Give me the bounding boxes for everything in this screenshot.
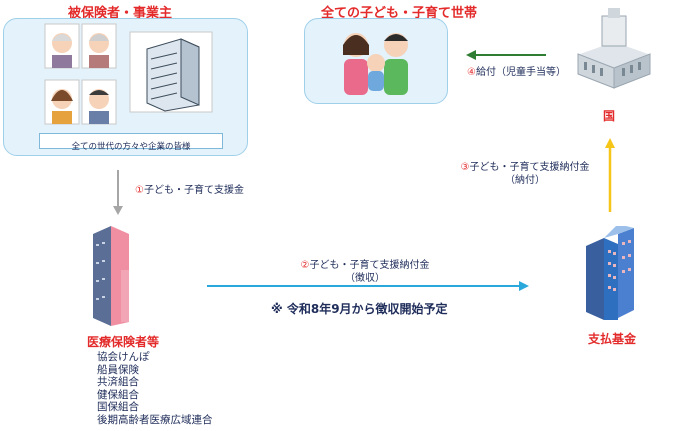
households-title: 全ての子ども・子育て世帯 <box>321 6 478 21</box>
insurer-item: 共済組合 <box>97 376 139 388</box>
flow2-sub: （徴収） <box>345 273 385 284</box>
government-building-illustration <box>577 8 651 89</box>
flow4-label: ④給付（児童手当等） <box>467 66 566 80</box>
insurer-item: 船員保険 <box>97 363 139 376</box>
fund-title: 支払基金 <box>588 332 637 346</box>
flow4-arrow <box>466 50 546 60</box>
flow2-text: 子ども・子育て支援納付金 <box>309 260 430 271</box>
insurer-item: 健保組合 <box>97 388 139 401</box>
insurers-title: 医療保険者等 <box>87 335 160 349</box>
flow3-label: ③子ども・子育て支援納付金 （納付） <box>453 161 597 187</box>
country-title: 国 <box>603 109 616 123</box>
insurers-list: 協会けんぽ 船員保険 共済組合 健保組合 国保組合 後期高齢者医療広域連合 <box>97 351 213 426</box>
flow3-sub: （納付） <box>505 175 545 186</box>
insurer-item: 国保組合 <box>97 401 139 413</box>
flow2-label: ②子ども・子育て支援納付金 （徴収） <box>290 259 440 285</box>
elderly-couple-illustration <box>44 23 117 69</box>
office-building-illustration <box>129 31 213 113</box>
flow3-arrow <box>605 138 615 212</box>
insured-caption-box: 全ての世代の方々や企業の皆様 <box>39 133 223 152</box>
flow1-number: ① <box>135 185 144 196</box>
flow3-number: ③ <box>460 162 470 173</box>
insurer-item: 後期高齢者医療広域連合 <box>97 413 213 426</box>
flow1-label: ①子ども・子育て支援金 <box>135 184 244 198</box>
fund-building-illustration <box>586 226 634 320</box>
flow3-text: 子ども・子育て支援納付金 <box>469 162 590 173</box>
family-illustration <box>343 33 408 95</box>
flow4-text: 給付（児童手当等） <box>475 67 566 78</box>
households-panel <box>304 18 448 104</box>
flow1-arrow <box>113 170 123 215</box>
flow2-arrow <box>207 281 529 291</box>
middle-aged-couple-illustration <box>44 79 117 125</box>
flow2-number: ② <box>300 260 310 271</box>
insured-panel: 全ての世代の方々や企業の皆様 <box>3 18 248 156</box>
insurer-item: 協会けんぽ <box>97 351 150 363</box>
insurers-building-illustration <box>93 226 129 326</box>
flow1-text: 子ども・子育て支援金 <box>143 185 244 196</box>
insured-title: 被保険者・事業主 <box>68 6 173 21</box>
collection-note: ※ 令和8年9月から徴収開始予定 <box>271 302 448 316</box>
insured-caption: 全ての世代の方々や企業の皆様 <box>71 142 191 152</box>
flow4-number: ④ <box>467 67 476 78</box>
